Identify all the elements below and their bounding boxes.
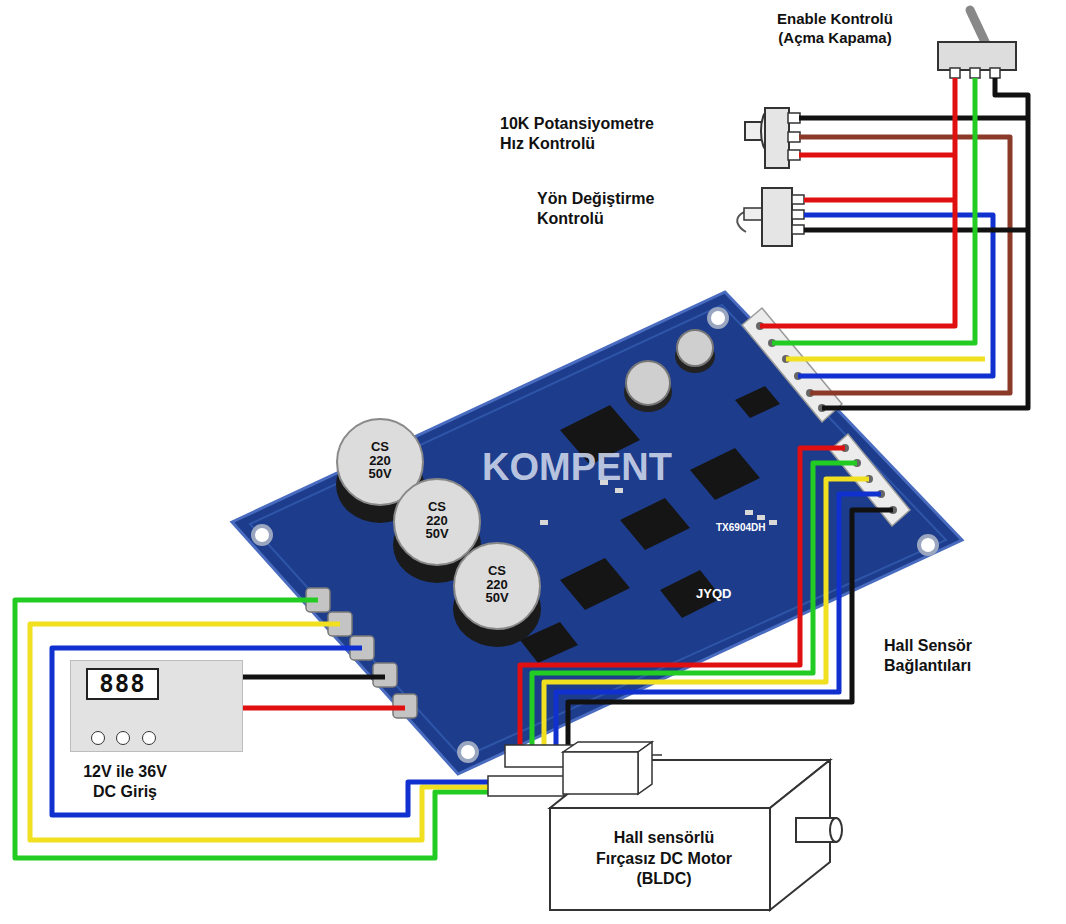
- board-component-part: [540, 520, 548, 525]
- capacitor-marking: CS 220 50V: [479, 564, 515, 605]
- board-component-part: [615, 488, 623, 493]
- toggle-switch-part: [970, 68, 980, 78]
- potentiometer-part: [788, 132, 800, 142]
- control-wire-part: [804, 198, 955, 203]
- controller-board-part: [232, 292, 962, 774]
- hall-wire-part: [568, 510, 893, 745]
- phase-wire-part: [15, 600, 492, 858]
- phase-wire-part: [52, 648, 492, 815]
- supply-wire-part: [237, 706, 405, 711]
- supply-wire: [237, 677, 405, 708]
- hall-wire: [520, 448, 893, 745]
- connector-label: Hall Sensör Bağlantıları: [884, 636, 1014, 676]
- electrolytic-capacitor-part: [454, 543, 540, 629]
- motor-connector-part: [563, 752, 638, 794]
- electrolytic-capacitor-part: [394, 479, 480, 565]
- capacitor-marking: CS 220 50V: [419, 500, 455, 541]
- toggle-switch-part: [950, 68, 960, 78]
- motor-connector-part: [638, 742, 652, 794]
- mounting-hole-part: [919, 536, 937, 554]
- board-chip-part: [620, 498, 690, 550]
- board-component-part: [757, 515, 765, 520]
- slide-switch-part: [792, 225, 804, 234]
- seven-segment-display: 888: [86, 668, 159, 700]
- chip-marking: TX6904DH: [716, 522, 786, 535]
- board-component-part: [745, 510, 753, 515]
- potentiometer-part: [788, 150, 800, 160]
- pot-label: 10K Potansiyometre Hız Kontrolü: [500, 114, 680, 154]
- motor-connector-part: [563, 742, 652, 752]
- motor-connector-part: [488, 776, 564, 796]
- controller-board: [232, 292, 962, 774]
- capacitor-marking: CS 220 50V: [362, 440, 398, 481]
- small-capacitor: [624, 330, 715, 412]
- controller-board-part: [250, 305, 946, 758]
- hall-wire-part: [544, 479, 869, 745]
- phase-wire-part: [30, 624, 492, 840]
- control-wire-part: [798, 215, 993, 376]
- small-capacitor-part: [677, 330, 713, 366]
- supply-wire-part: [237, 675, 385, 680]
- slide-switch: [737, 188, 804, 246]
- control-wire-part: [799, 116, 1028, 121]
- panel-button: [91, 731, 105, 745]
- control-wire-part: [760, 78, 955, 326]
- board-chip-part: [560, 558, 630, 610]
- panel-button: [116, 731, 130, 745]
- control-wire: [760, 78, 1028, 408]
- mounting-hole-part: [253, 526, 271, 544]
- board-component-part: [769, 520, 777, 525]
- mounting-hole-part: [709, 309, 727, 327]
- board-marking: JYQD: [696, 586, 756, 602]
- slide-switch-part: [792, 210, 804, 219]
- potentiometer: [745, 108, 800, 168]
- switch-label: Yön Değiştirme Kontrolü: [537, 189, 697, 229]
- toggle-switch: [938, 10, 1016, 78]
- display-digits: 888: [99, 672, 145, 696]
- phase-wire: [15, 600, 492, 858]
- slide-switch-part: [792, 195, 804, 204]
- potentiometer-part: [788, 113, 800, 123]
- small-capacitor-part: [626, 361, 670, 405]
- motor-connector: [488, 742, 662, 796]
- control-wire-part: [799, 137, 1010, 393]
- toggle-switch-part: [970, 10, 986, 44]
- potentiometer-part: [765, 108, 789, 168]
- toggle-switch-part: [938, 42, 1016, 70]
- watermark: KOMPENT: [452, 444, 702, 492]
- slide-switch-part: [762, 188, 792, 246]
- mounting-hole-part: [459, 743, 477, 761]
- header-pin: [756, 322, 826, 412]
- board-chip-part: [690, 448, 760, 500]
- control-wire-part: [772, 78, 975, 343]
- control-wire-part: [822, 78, 1028, 408]
- supply-label: 12V ile 36V DC Giriş: [75, 762, 175, 802]
- motor-connector-part: [652, 754, 662, 756]
- motor-box: Hall sensörlü Fırçasız DC Motor (BLDC): [550, 808, 778, 910]
- board-chip-part: [735, 386, 780, 418]
- control-wire-part: [786, 357, 985, 362]
- hall-wire-part: [556, 494, 881, 745]
- toggle-switch-part: [990, 68, 1000, 78]
- control-wire-part: [804, 228, 1028, 233]
- panel-button: [142, 731, 156, 745]
- motor-body-part: [830, 818, 842, 842]
- switch-label: Enable Kontrolü (Açma Kapama): [755, 10, 915, 48]
- control-wire-part: [799, 153, 955, 158]
- power-supply-box: 888: [70, 660, 243, 752]
- motor-body-part: [550, 808, 770, 910]
- node-text: Hall sensörlü Fırçasız DC Motor (BLDC): [584, 828, 744, 890]
- power-terminal: [306, 588, 417, 718]
